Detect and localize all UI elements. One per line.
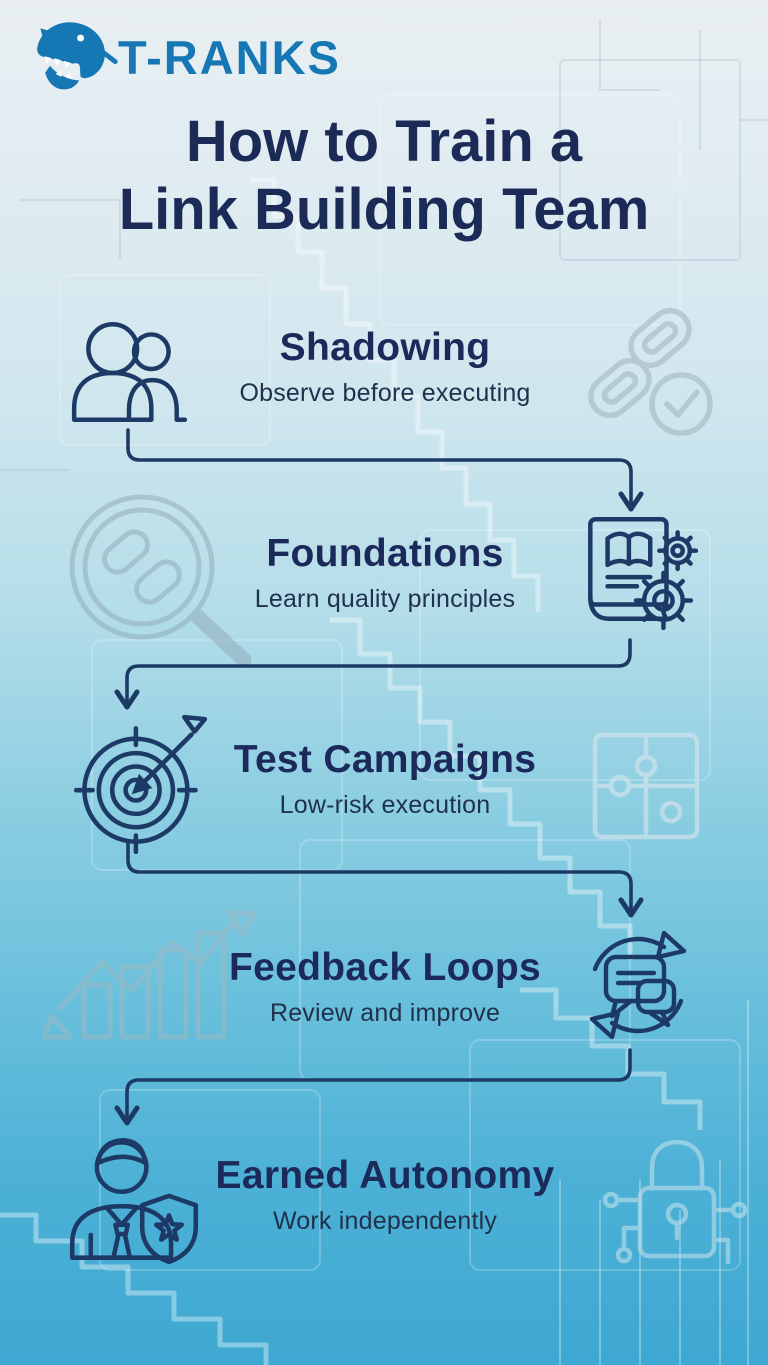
step-4-subtitle: Review and improve: [269, 999, 501, 1027]
puzzle-pieces-watermark-icon: [592, 732, 700, 840]
step-2-title: Foundations: [266, 532, 504, 575]
brand-logo: T-RANKS: [14, 10, 341, 98]
connector-arrow-3: [126, 842, 644, 918]
connector-arrow-4: [114, 1048, 632, 1126]
connector-arrow-2: [114, 638, 632, 710]
trex-arrow-logo-icon: [37, 22, 118, 90]
team-people-icon: [71, 322, 188, 422]
page-title-line-1: How to Train a: [185, 109, 583, 174]
step-4: Feedback Loops Review and improve: [178, 946, 592, 1028]
step-5-title: Earned Autonomy: [215, 1154, 555, 1197]
person-shield-icon: [69, 1138, 199, 1264]
step-3-title: Test Campaigns: [233, 738, 537, 781]
step-5-subtitle: Work independently: [272, 1207, 498, 1235]
connector-arrow-1: [126, 428, 644, 512]
step-2: Foundations Learn quality principles: [178, 532, 592, 614]
step-1: Shadowing Observe before executing: [178, 326, 592, 408]
padlock-circuit-watermark-icon: [602, 1139, 748, 1265]
step-1-subtitle: Observe before executing: [239, 379, 531, 407]
page-title: How to Train a Link Building Team: [0, 108, 768, 245]
target-arrow-icon: [73, 714, 208, 854]
step-5: Earned Autonomy Work independently: [178, 1154, 592, 1236]
brand-wordmark: T-RANKS: [118, 30, 341, 84]
step-1-title: Shadowing: [279, 326, 491, 369]
chat-refresh-loop-icon: [589, 930, 687, 1040]
page-title-line-2: Link Building Team: [118, 177, 650, 243]
step-3-subtitle: Low-risk execution: [279, 791, 491, 819]
step-2-subtitle: Learn quality principles: [254, 585, 516, 613]
step-4-title: Feedback Loops: [229, 946, 541, 989]
chain-links-check-watermark-icon: [588, 307, 713, 436]
book-gears-icon: [588, 516, 698, 631]
step-3: Test Campaigns Low-risk execution: [178, 738, 592, 820]
